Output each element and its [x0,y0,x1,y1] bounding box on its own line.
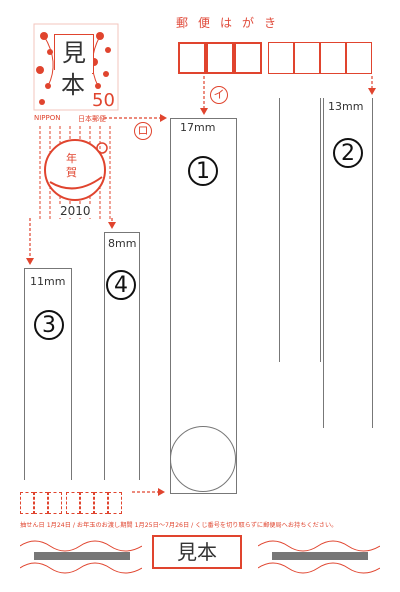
stamp-sample-bottom: 本 [54,70,92,100]
column-4-number: 4 [106,270,136,300]
postmark-year: 2010 [58,204,93,218]
stamp: 見 本 50 [30,22,122,112]
sender-box-7 [108,492,122,514]
lottery-wave-left-icon [19,540,143,574]
sender-box-3 [48,492,62,514]
sender-box-1 [20,492,34,514]
postal-box-2 [206,42,234,74]
marker-ro: ロ [134,122,152,140]
postmark-line1: 年 [66,152,77,165]
postmark-lines-icon [39,126,111,220]
postmark-line2: 賀 [66,166,77,179]
lottery-left-panel [19,536,143,578]
column-3-number: 3 [34,310,64,340]
stamp-nippon: NIPPON [34,114,61,122]
column-17mm-label: 17mm [180,121,216,134]
column-guide [279,98,321,362]
postal-box-5 [294,42,320,74]
lottery-wave-right-icon [257,540,381,574]
postal-box-1 [178,42,206,74]
column-13mm-label: 13mm [328,100,364,113]
postmark: 年 賀 2010 [30,122,120,224]
postcard-title: 郵便はがき [176,16,287,30]
sender-box-5 [80,492,94,514]
postal-box-4 [268,42,294,74]
marker-i: イ [210,86,228,104]
column-1-number: 1 [188,156,218,186]
column-11mm-label: 11mm [30,275,66,288]
lottery-notice: 抽せん日 1月24日 / お年玉のお渡し期間 1月25日～7月26日 / くじ番… [20,522,338,529]
bottom-sample-label: 見本 [152,535,242,569]
postal-box-3 [234,42,262,74]
column-11mm [24,268,72,480]
postal-box-6 [320,42,346,74]
column-2-number: 2 [333,138,363,168]
sender-box-6 [94,492,108,514]
stamp-nippon-jp: 日本郵便 [78,115,106,123]
stamp-value: 50 [92,90,115,111]
column-8mm-label: 8mm [108,237,137,250]
postal-box-7 [346,42,372,74]
lottery-right-panel [257,536,381,578]
stamp-sample-top: 見 [54,34,94,74]
sender-box-4 [66,492,80,514]
column-1-circle [170,426,236,492]
sender-box-2 [34,492,48,514]
